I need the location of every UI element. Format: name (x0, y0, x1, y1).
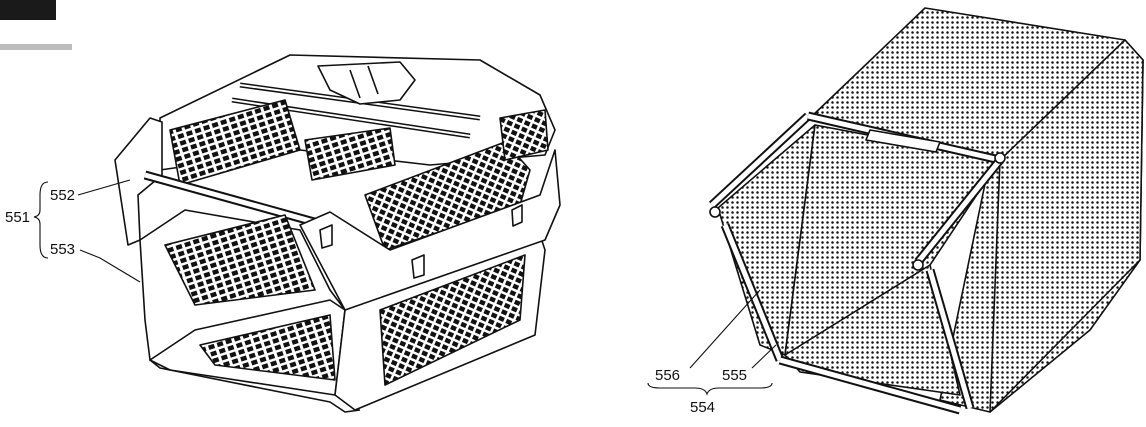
label-553: 553 (50, 241, 75, 258)
label-551: 551 (5, 209, 30, 226)
label-555: 555 (722, 367, 747, 384)
grass-bag-fabric (708, 7, 1144, 415)
right-callouts (647, 289, 777, 396)
label-556: 556 (655, 367, 680, 384)
grass-catcher-plastic (114, 54, 561, 413)
left-callouts (33, 179, 141, 283)
label-552: 552 (50, 187, 75, 204)
corner-tab (0, 0, 72, 50)
label-554: 554 (690, 399, 715, 416)
